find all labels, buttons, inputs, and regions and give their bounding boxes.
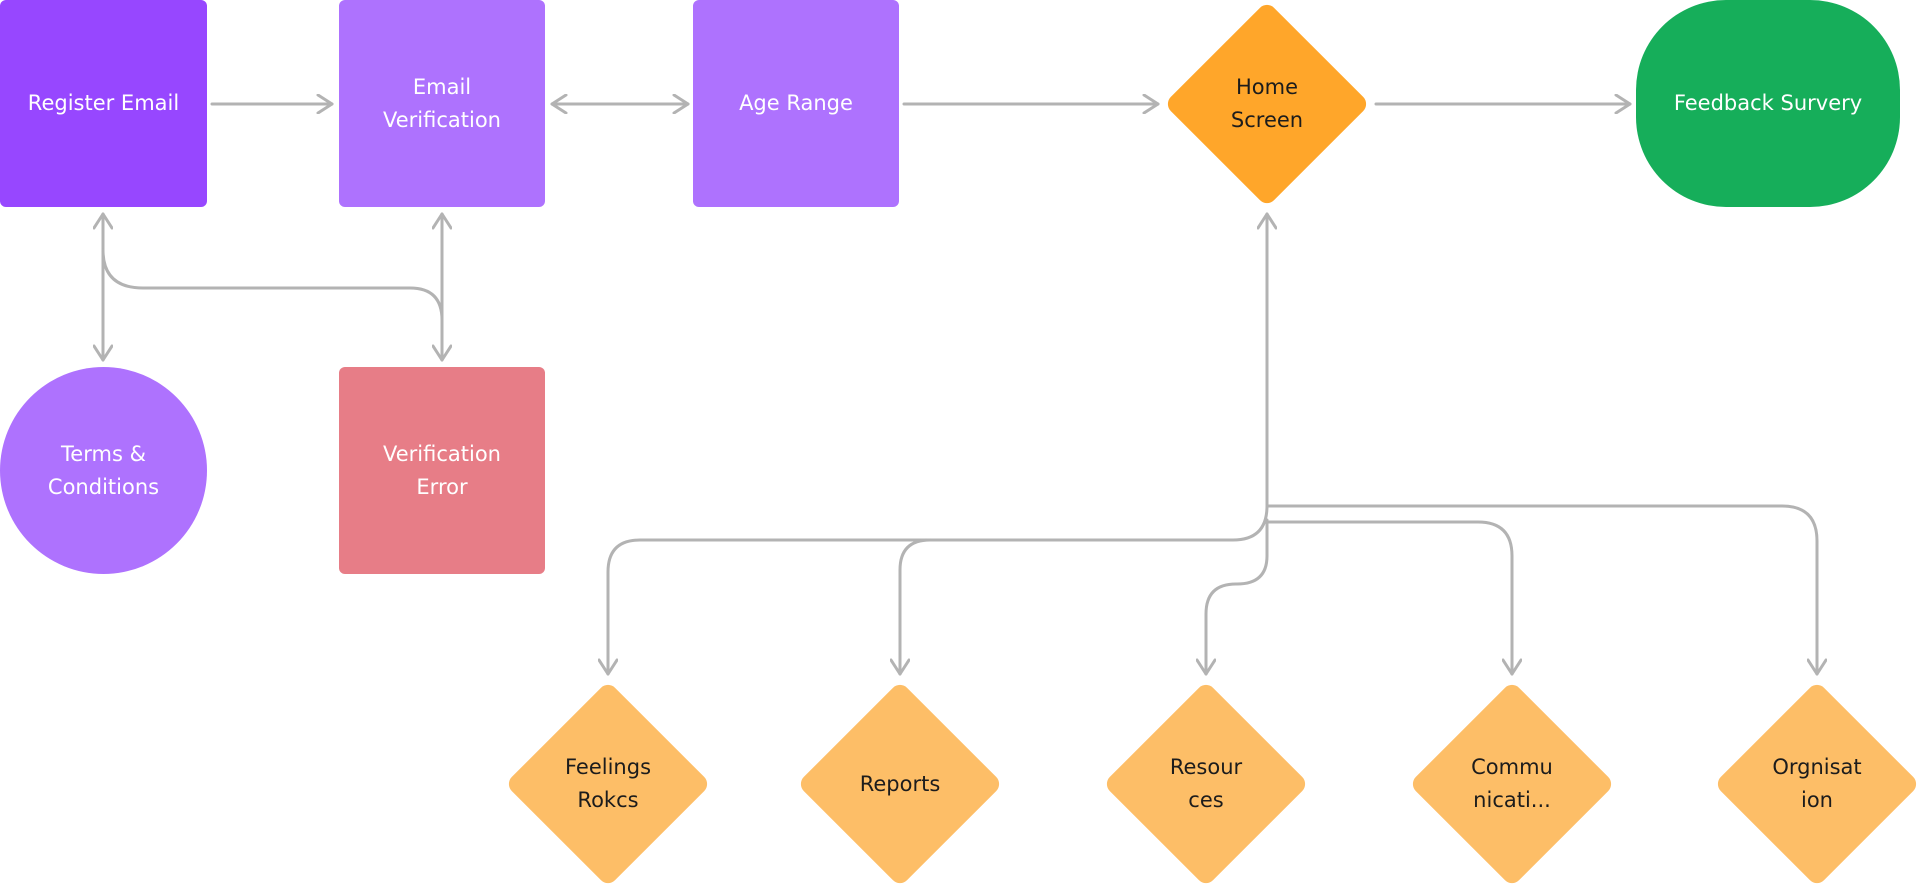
age-range-line-1: Age Range <box>739 91 853 115</box>
register-email-label: Register Email <box>28 87 179 120</box>
connector-home-to-resources <box>1206 518 1269 676</box>
resources-label: Resour ces <box>1103 681 1309 887</box>
organisation-line-2: ion <box>1801 788 1833 812</box>
verification-error-label: Verification Error <box>383 438 501 504</box>
email-verification-line-2: Verification <box>383 107 501 132</box>
verification-error-line-2: Error <box>416 474 468 499</box>
feelings-rocks-line-2: Rokcs <box>577 788 639 812</box>
resources-line-2: ces <box>1188 788 1224 812</box>
home-screen-line-2: Screen <box>1230 108 1304 132</box>
resources-line-1: Resour <box>1169 755 1243 779</box>
organisation-label: Orgnisat ion <box>1714 681 1920 887</box>
connector-home-to-organisation <box>1265 504 1817 676</box>
connector-register-to-error <box>101 248 444 322</box>
reports-label: Reports <box>797 681 1003 887</box>
terms-conditions-label: Terms & Conditions <box>48 438 159 504</box>
email-verification-node[interactable]: Email Verification <box>339 0 545 207</box>
feedback-survey-line-1: Feedback Survery <box>1673 91 1863 115</box>
email-verification-label: Email Verification <box>383 71 501 137</box>
reports-line-1: Reports <box>859 771 941 796</box>
email-verification-line-1: Email <box>412 74 472 99</box>
organisation-line-1: Orgnisat <box>1772 755 1862 779</box>
verification-error-node[interactable]: Verification Error <box>339 367 545 574</box>
feelings-rocks-line-1: Feelings <box>564 755 652 779</box>
verification-error-line-1: Verification <box>383 441 501 466</box>
home-screen-label: Home Screen <box>1164 1 1370 207</box>
age-range-label: Age Range <box>739 87 853 120</box>
feedback-survey-label: Feedback Survery <box>1674 87 1862 120</box>
connector-home-to-feelings <box>608 504 1269 676</box>
terms-conditions-line-2: Conditions <box>47 474 160 499</box>
feedback-survey-node[interactable]: Feedback Survery <box>1636 0 1900 207</box>
terms-conditions-node[interactable]: Terms & Conditions <box>0 367 207 574</box>
register-email-line-1: Register Email <box>27 91 180 115</box>
connector-home-to-communication <box>1265 520 1512 676</box>
terms-conditions-line-1: Terms & <box>61 441 146 466</box>
communication-line-2: nicati... <box>1473 788 1551 812</box>
age-range-node[interactable]: Age Range <box>693 0 899 207</box>
communication-label: Commu nicati... <box>1409 681 1615 887</box>
register-email-node[interactable]: Register Email <box>0 0 207 207</box>
feelings-rocks-label: Feelings Rokcs <box>505 681 711 887</box>
connector-home-to-reports <box>900 538 932 676</box>
communication-line-1: Commu <box>1471 755 1553 779</box>
home-screen-line-1: Home <box>1235 75 1298 99</box>
